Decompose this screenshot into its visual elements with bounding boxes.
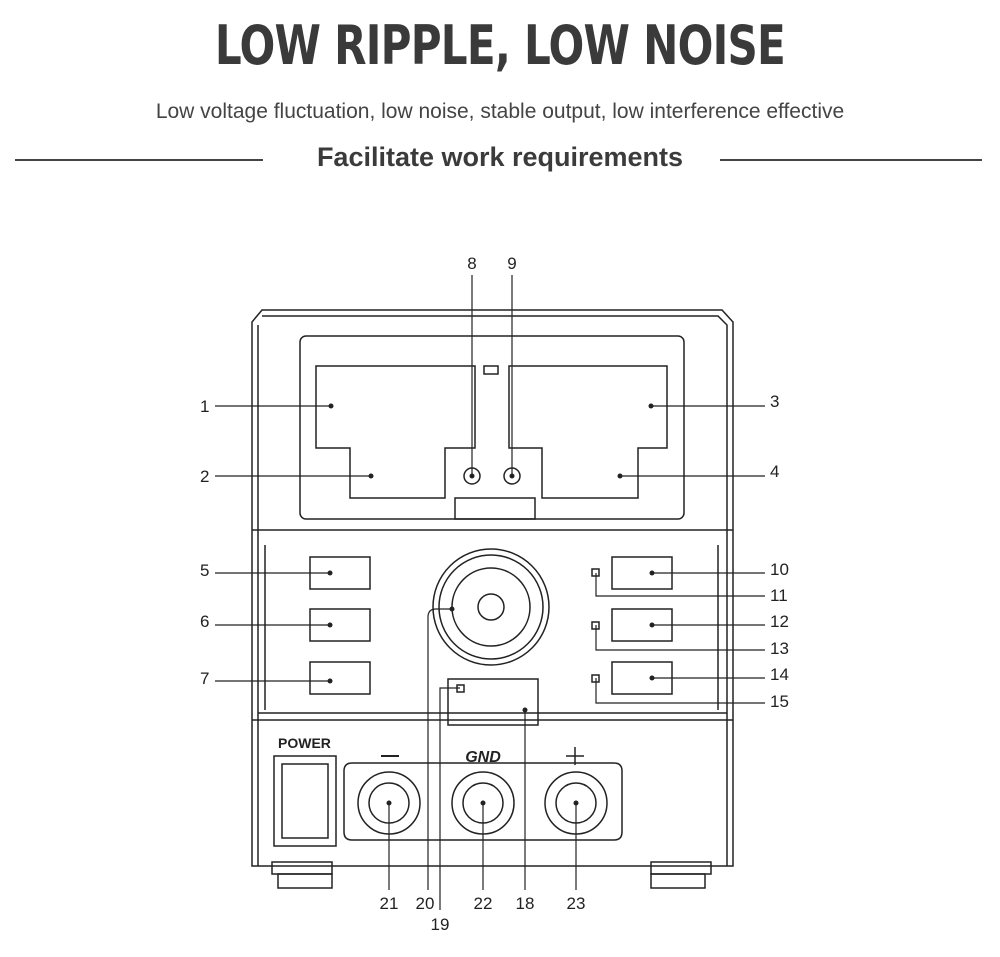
callout-11: 11 xyxy=(770,586,788,605)
callout-2: 2 xyxy=(200,467,209,486)
callout-9: 9 xyxy=(507,254,516,273)
foot-right xyxy=(650,861,712,889)
leader-lines xyxy=(215,275,765,910)
callout-23: 23 xyxy=(567,894,586,913)
callout-10: 10 xyxy=(770,560,789,579)
callout-18: 18 xyxy=(516,894,535,913)
divider-left xyxy=(15,159,263,161)
foot-left xyxy=(271,861,333,889)
display-panel-right xyxy=(508,365,668,499)
callout-6: 6 xyxy=(200,612,209,631)
power-switch xyxy=(273,755,337,847)
terminal-bay xyxy=(343,762,623,841)
callout-5: 5 xyxy=(200,561,209,580)
callout-8: 8 xyxy=(467,254,476,273)
callout-21: 21 xyxy=(380,894,399,913)
callout-19: 19 xyxy=(431,915,450,934)
device-casing xyxy=(251,309,734,867)
callout-3: 3 xyxy=(770,392,779,411)
callout-14: 14 xyxy=(770,665,789,684)
callout-12: 12 xyxy=(770,612,789,631)
gnd-label: GND xyxy=(465,749,501,766)
callout-numbers: 1 2 3 4 5 6 7 8 9 10 11 12 13 14 15 18 1… xyxy=(200,254,789,934)
display-panel-left xyxy=(315,365,476,499)
callout-4: 4 xyxy=(770,462,779,481)
power-label: POWER xyxy=(278,735,331,751)
plus-symbol xyxy=(566,747,584,765)
leader-dots xyxy=(327,403,655,806)
small-display xyxy=(447,678,539,726)
display-window xyxy=(299,335,685,520)
callout-20: 20 xyxy=(416,894,435,913)
callout-7: 7 xyxy=(200,669,209,688)
adjustment-knob xyxy=(432,548,550,666)
page-subtitle: Low voltage fluctuation, low noise, stab… xyxy=(155,100,845,123)
callout-15: 15 xyxy=(770,692,789,711)
callout-1: 1 xyxy=(200,397,209,416)
section-title: Facilitate work requirements xyxy=(316,142,684,172)
callout-13: 13 xyxy=(770,639,789,658)
callout-22: 22 xyxy=(474,894,493,913)
divider-right xyxy=(720,159,982,161)
page-headline: LOW RIPPLE, LOW NOISE xyxy=(214,14,786,77)
button-7 xyxy=(309,661,371,695)
